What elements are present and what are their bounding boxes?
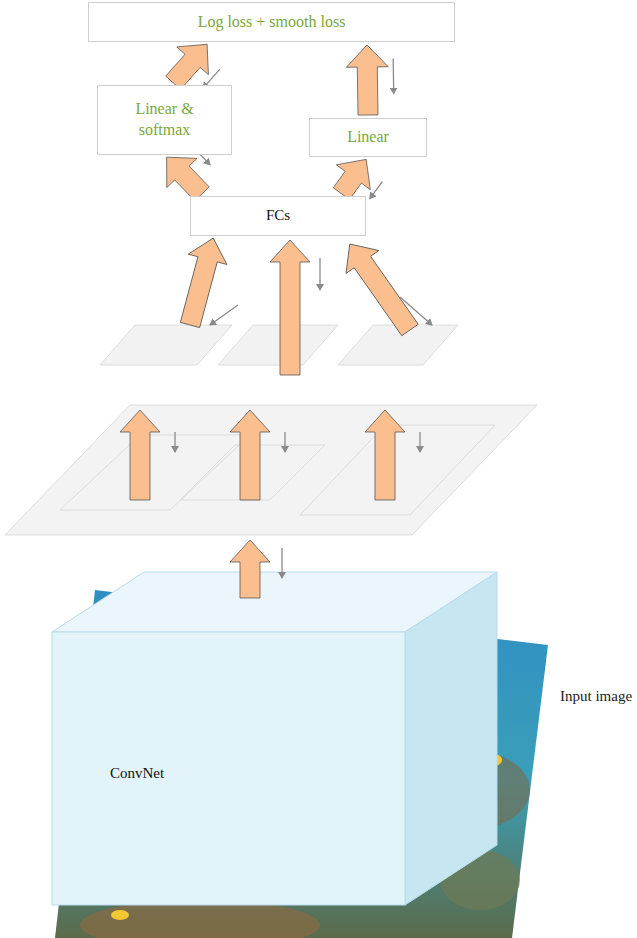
backprop-arrows (175, 258, 432, 578)
backprop-arrow (393, 59, 395, 94)
backprop-arrow (370, 182, 383, 199)
flow-arrows (120, 233, 426, 598)
node-text: ConvNet (110, 764, 164, 784)
flow-arrow (333, 159, 382, 199)
flow-arrow (166, 44, 220, 89)
output-box: Linear (309, 118, 427, 157)
convnet-block (52, 572, 497, 905)
image-label: Input image (560, 688, 632, 705)
feature-planes (5, 325, 537, 535)
flow-arrow (346, 45, 393, 115)
loss-box: Log loss + smooth loss (88, 2, 455, 42)
output-box: Linear & softmax (97, 85, 232, 155)
fc-box: FCs (190, 196, 366, 236)
node-text: Linear (347, 127, 389, 148)
convnet-box: ConvNet (52, 632, 405, 905)
node-text: Log loss + smooth loss (198, 12, 346, 33)
node-text: FCs (266, 206, 290, 226)
node-text: Linear & softmax (115, 99, 215, 141)
